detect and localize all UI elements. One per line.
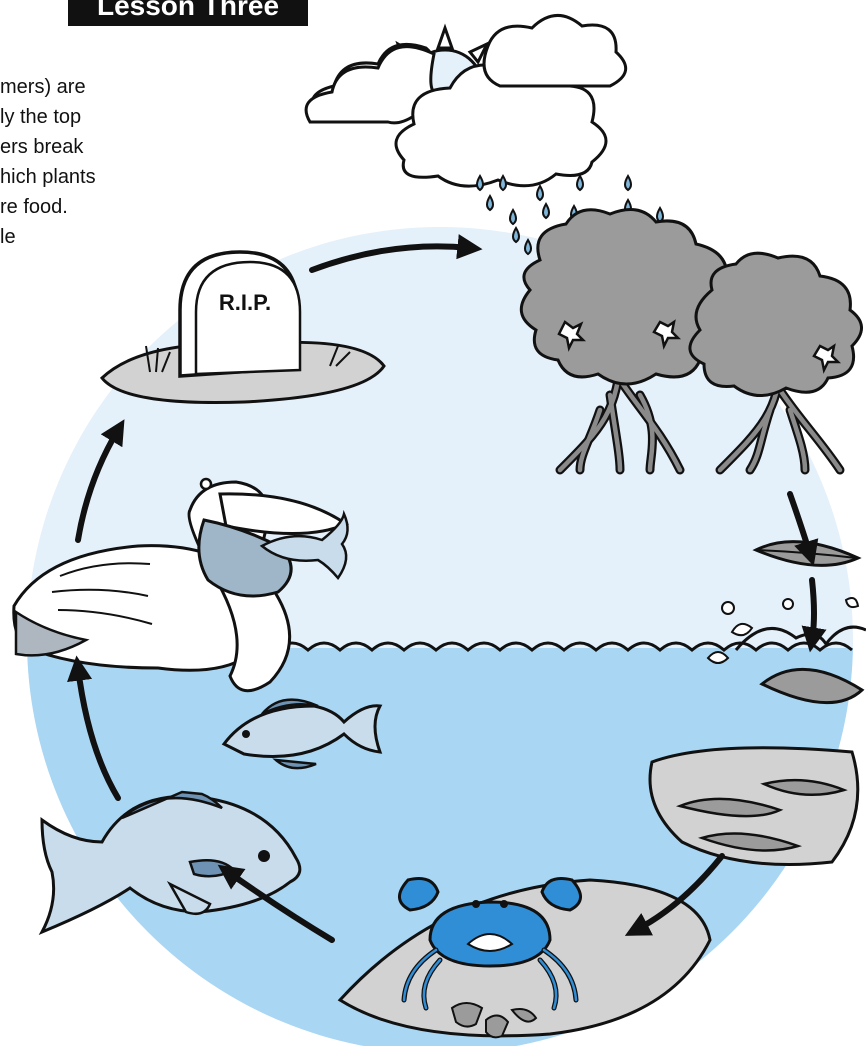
pelican-eye: [201, 479, 211, 489]
tombstone-inscription: R.I.P.: [219, 290, 271, 315]
raindrop: [537, 186, 543, 200]
raindrop: [500, 176, 506, 190]
raindrop: [513, 228, 519, 242]
raindrop: [525, 240, 531, 254]
raindrop: [577, 176, 583, 190]
tree-canopy-right: [690, 253, 862, 395]
raindrop: [625, 176, 631, 190]
raindrop: [543, 204, 549, 218]
arrow-leaf-to-water: [812, 580, 814, 640]
raindrop: [477, 176, 483, 190]
raindrop: [487, 196, 493, 210]
raindrop: [510, 210, 516, 224]
sun-and-clouds: [306, 15, 626, 186]
cloud-top-right: [484, 15, 626, 86]
